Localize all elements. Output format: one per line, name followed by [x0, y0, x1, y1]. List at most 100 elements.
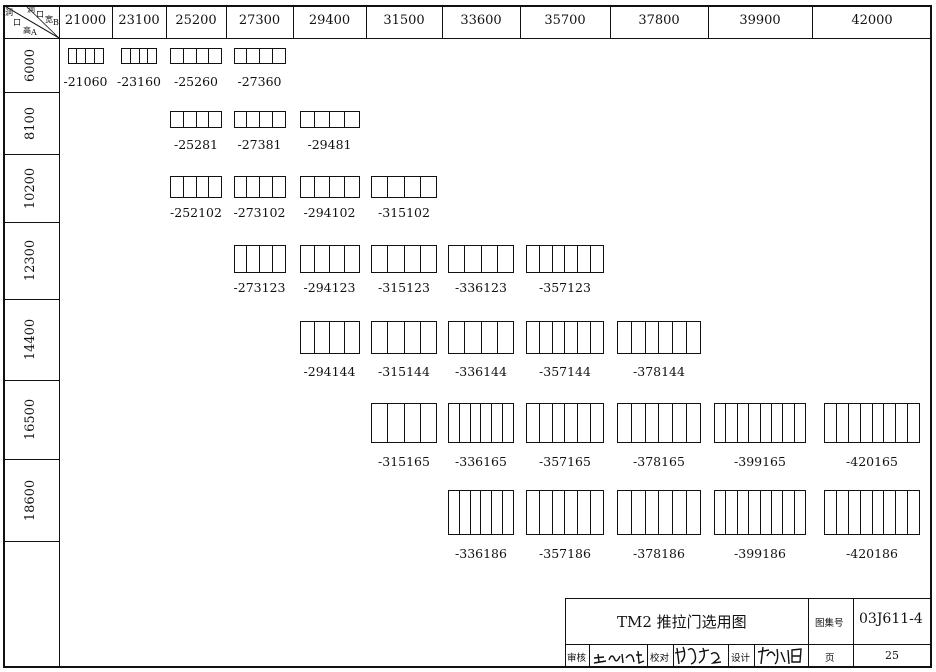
door-pane — [783, 491, 795, 534]
door-pane — [578, 404, 592, 442]
door-pane — [646, 491, 660, 534]
door-elevation — [371, 245, 437, 273]
door-elevation — [233, 111, 286, 128]
door-elevation — [526, 245, 604, 273]
sheet-border — [3, 5, 932, 668]
door-pane — [405, 322, 421, 353]
door-pane — [738, 404, 750, 442]
door-pane — [69, 49, 78, 63]
door-pane — [482, 246, 498, 272]
drawing-title: TM2 推拉门选用图 — [617, 613, 747, 631]
door-elevation — [170, 176, 222, 198]
door-elevation — [448, 245, 514, 273]
door-pane — [783, 404, 795, 442]
door-pane — [565, 246, 579, 272]
corner-diagonals — [3, 5, 59, 38]
door-pane — [837, 491, 849, 534]
door-elevation — [526, 403, 604, 443]
door-pane — [861, 404, 873, 442]
column-header: 42000 — [851, 13, 893, 28]
door-elevation — [299, 245, 360, 273]
door-elevation — [170, 111, 222, 128]
corner-gao: 高 — [23, 26, 31, 35]
page-label: 页 — [825, 653, 835, 664]
door-pane — [247, 112, 260, 127]
door-pane — [687, 404, 700, 442]
door-pane — [315, 112, 330, 127]
door-pane — [460, 404, 471, 442]
row-header: 18600 — [3, 459, 59, 541]
atlas-label: 图集号 — [815, 618, 844, 629]
door-pane — [687, 491, 700, 534]
door-elevation — [299, 321, 360, 354]
door-pane — [498, 246, 513, 272]
door-pane — [527, 322, 540, 353]
door-pane — [372, 246, 389, 272]
door-pane — [171, 177, 184, 197]
page-number: 25 — [885, 649, 899, 662]
corner-b: B — [53, 18, 59, 27]
door-pane — [591, 404, 603, 442]
door-pane — [492, 404, 504, 442]
door-pane — [896, 491, 909, 534]
door-pane — [873, 491, 885, 534]
door-elevation — [526, 490, 604, 535]
atlas-number: 03J611-4 — [859, 611, 923, 627]
door-pane — [301, 112, 316, 127]
door-pane — [77, 49, 86, 63]
door-pane — [553, 322, 566, 353]
door-pane — [449, 322, 466, 353]
door-pane — [492, 491, 504, 534]
check-label: 校对 — [650, 653, 670, 664]
header-divider — [3, 38, 932, 39]
door-code: -27360 — [237, 74, 282, 89]
door-pane — [330, 246, 345, 272]
door-pane — [197, 49, 210, 63]
door-pane — [197, 177, 210, 197]
column-divider — [112, 5, 113, 38]
door-pane — [527, 491, 540, 534]
door-pane — [861, 491, 873, 534]
door-code: -420186 — [846, 546, 898, 561]
door-pane — [837, 404, 849, 442]
door-pane — [749, 491, 761, 534]
door-pane — [481, 491, 493, 534]
door-pane — [540, 246, 553, 272]
door-pane — [235, 246, 248, 272]
column-header: 21000 — [64, 13, 107, 28]
door-pane — [591, 322, 603, 353]
door-elevation — [448, 321, 514, 354]
door-code: -399165 — [734, 454, 786, 469]
row-divider — [3, 380, 59, 381]
door-pane — [315, 246, 330, 272]
door-pane — [884, 491, 897, 534]
door-pane — [825, 491, 837, 534]
column-header: 33600 — [460, 13, 502, 28]
row-divider — [3, 299, 59, 300]
row-header-label: 8100 — [23, 106, 39, 140]
column-header: 27300 — [238, 13, 281, 28]
door-pane — [301, 177, 316, 197]
column-divider — [226, 5, 227, 38]
door-pane — [715, 491, 727, 534]
row-divider — [3, 154, 59, 155]
column-divider — [520, 5, 521, 38]
door-pane — [209, 112, 221, 127]
door-pane — [565, 404, 579, 442]
door-pane — [738, 491, 750, 534]
door-pane — [908, 491, 919, 534]
door-pane — [345, 177, 359, 197]
door-elevation — [526, 321, 604, 354]
door-code: -315102 — [378, 205, 430, 220]
door-code: -336186 — [455, 546, 507, 561]
door-pane — [503, 404, 513, 442]
door-code: -25260 — [174, 74, 218, 89]
door-code: -357144 — [539, 364, 591, 379]
door-code: -336165 — [455, 454, 507, 469]
door-pane — [421, 322, 436, 353]
door-pane — [171, 112, 184, 127]
corner-kou: 口 — [13, 18, 21, 27]
door-pane — [673, 404, 688, 442]
row-divider — [3, 92, 59, 93]
